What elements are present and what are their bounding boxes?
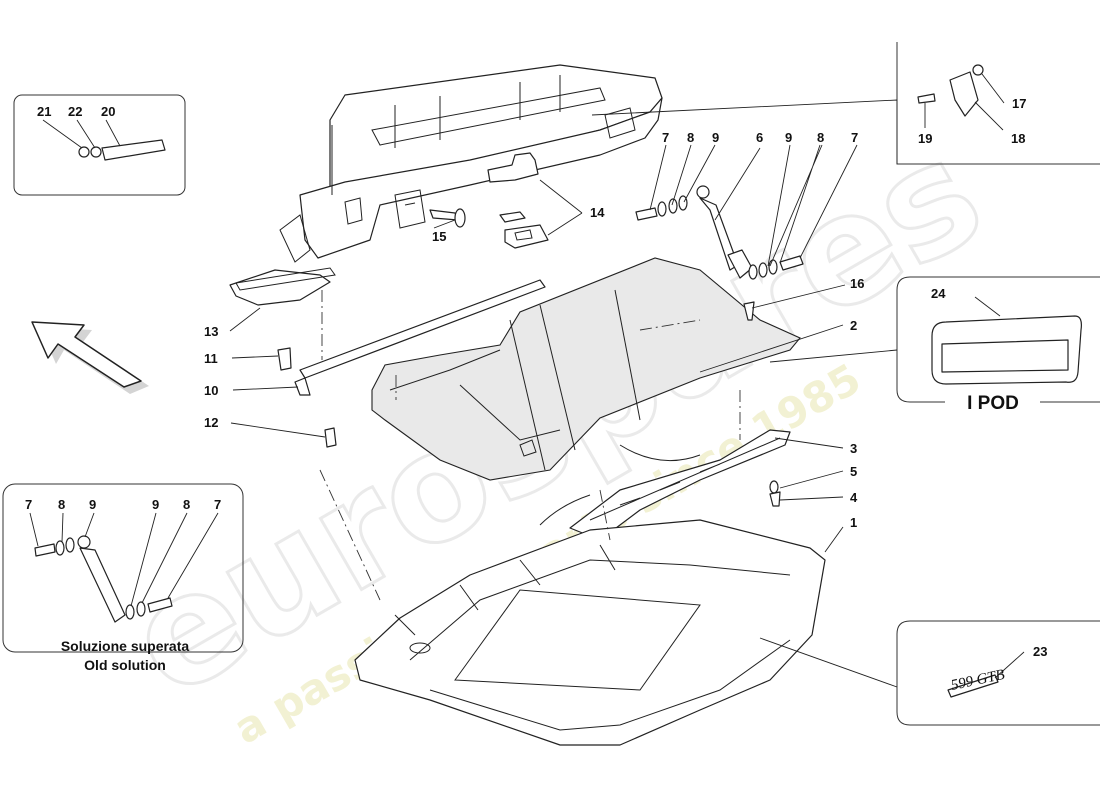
callout-2: 2 <box>850 318 857 333</box>
ipod-holder <box>931 315 1082 385</box>
callout-7a: 7 <box>662 130 669 145</box>
leader-lines <box>29 73 1025 688</box>
glove-box-lid <box>354 519 826 746</box>
inset-frame-ipod <box>896 276 1100 403</box>
callout-15: 15 <box>432 229 446 244</box>
glove-box-tray <box>371 257 801 481</box>
switch-assembly <box>487 152 549 249</box>
alignment-lines <box>319 290 741 601</box>
callout-8b: 8 <box>817 130 824 145</box>
fasteners-upper <box>635 195 804 280</box>
callout-16: 16 <box>850 276 864 291</box>
callout-9a: 9 <box>712 130 719 145</box>
inset-frame-badge <box>896 620 1100 726</box>
screw-16 <box>743 301 755 321</box>
callout-old-7a: 7 <box>25 497 32 512</box>
side-rail <box>294 279 546 396</box>
inset-box-old-solution <box>2 483 244 653</box>
callout-old-7b: 7 <box>214 497 221 512</box>
inset-clip-parts <box>78 139 166 161</box>
badge-text: 599 GTB <box>950 667 1007 694</box>
callout-13: 13 <box>204 324 218 339</box>
callout-7b: 7 <box>851 130 858 145</box>
hinge-plate <box>539 429 791 541</box>
latch-pin <box>429 208 466 228</box>
inset-box-clip <box>13 94 186 196</box>
callout-20: 20 <box>101 104 115 119</box>
callout-1: 1 <box>850 515 857 530</box>
old-solution-parts <box>34 535 173 623</box>
ipod-label: I POD <box>967 393 1019 414</box>
callout-labels: 1 2 3 4 5 6 7 7 8 8 9 9 10 11 12 13 14 1… <box>25 96 1047 659</box>
callout-old-9a: 9 <box>89 497 96 512</box>
callout-17: 17 <box>1012 96 1026 111</box>
callout-9b: 9 <box>785 130 792 145</box>
callout-3: 3 <box>850 441 857 456</box>
callout-old-8b: 8 <box>183 497 190 512</box>
callout-5: 5 <box>850 464 857 479</box>
callout-14: 14 <box>590 205 605 220</box>
model-badge: 599 GTB <box>947 667 1007 698</box>
gas-strut <box>696 185 753 279</box>
callout-18: 18 <box>1011 131 1025 146</box>
callout-11: 11 <box>204 351 218 366</box>
screws-left <box>277 347 337 448</box>
callout-old-9b: 9 <box>152 497 159 512</box>
direction-arrow <box>31 321 149 394</box>
callout-4: 4 <box>850 490 858 505</box>
callout-6: 6 <box>756 130 763 145</box>
old-solution-caption-it: Soluzione superata <box>61 638 190 654</box>
inset-bracket-parts <box>917 64 984 117</box>
callout-19: 19 <box>918 131 932 146</box>
callout-24: 24 <box>931 286 946 301</box>
callout-23: 23 <box>1033 644 1047 659</box>
callout-21: 21 <box>37 104 51 119</box>
upper-housing <box>229 64 663 306</box>
callout-old-8a: 8 <box>58 497 65 512</box>
callout-8a: 8 <box>687 130 694 145</box>
old-solution-caption-en: Old solution <box>84 657 166 673</box>
small-fasteners <box>769 480 781 507</box>
callout-10: 10 <box>204 383 218 398</box>
callout-12: 12 <box>204 415 218 430</box>
callout-22: 22 <box>68 104 82 119</box>
